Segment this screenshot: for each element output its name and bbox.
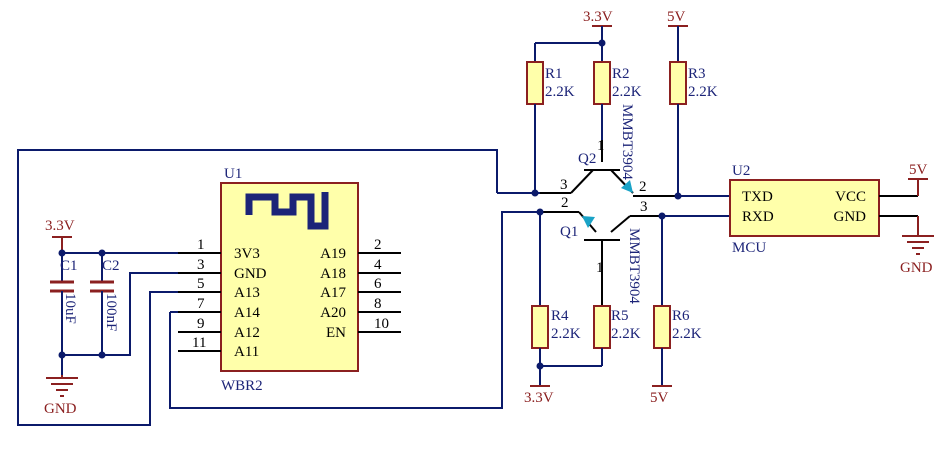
c1-value: 10uF <box>62 293 78 324</box>
resistor-r5: R5 2.2K <box>593 305 641 349</box>
c2-ref: C2 <box>102 258 120 274</box>
u1-pin-num: 2 <box>374 237 382 253</box>
r5-ref: R5 <box>611 308 629 324</box>
power-label-3v3: 3.3V <box>45 218 75 234</box>
resistor-r4: R4 2.2K <box>531 305 581 349</box>
u1-pin-name: A11 <box>234 344 259 360</box>
capacitor-c2: C2 100nF <box>90 258 120 331</box>
decoupling-capacitors: 3.3V C1 10uF C2 100nF <box>44 218 178 417</box>
r4-ref: R4 <box>551 308 569 324</box>
resistor-r6: R6 2.2K <box>653 305 702 349</box>
r6-ref: R6 <box>672 308 690 324</box>
r3-ref: R3 <box>688 66 706 82</box>
q2-pin-3: 3 <box>560 177 568 193</box>
u1-pin-name: A12 <box>234 325 260 341</box>
signal-wires <box>531 189 730 306</box>
r3-value: 2.2K <box>688 84 718 100</box>
ground-label: GND <box>44 401 77 417</box>
r2-ref: R2 <box>612 66 630 82</box>
power-label-5v-bottom: 5V <box>650 390 669 406</box>
u1-pin-name: A17 <box>320 285 346 301</box>
q1-pin-3: 3 <box>640 199 648 215</box>
u2-ref: U2 <box>732 163 750 179</box>
resistor-r3: R3 2.2K <box>669 61 718 105</box>
u1-pin-name: 3V3 <box>234 246 260 262</box>
u2-pin-rxd: RXD <box>742 209 774 225</box>
q2-part: MMBT3904 <box>619 104 635 180</box>
power-label-5v-top: 5V <box>667 9 686 25</box>
u1-pin-name: A18 <box>320 266 346 282</box>
wifi-module-logo-icon <box>245 192 329 230</box>
u1-pin-num: 9 <box>197 316 205 332</box>
u1-pin-name: EN <box>326 325 346 341</box>
u1-pin-name: A13 <box>234 285 260 301</box>
ground-symbol-icon <box>46 375 78 397</box>
power-label-3v3-bottom: 3.3V <box>524 390 554 406</box>
power-label-3v3-top: 3.3V <box>583 9 613 25</box>
q1-ref: Q1 <box>560 224 578 240</box>
q2-ref: Q2 <box>578 151 596 167</box>
u1-pin-num: 11 <box>192 335 206 351</box>
q1-pin-2: 2 <box>561 195 569 211</box>
q2-pin-1: 1 <box>597 138 605 154</box>
u1-pin-num: 5 <box>197 276 205 292</box>
u2-mcu: U2 MCU TXD RXD VCC GND 5V GND <box>729 162 934 276</box>
bottom-pullups: R4 2.2K R5 2.2K R6 2.2K 3.3V 5V <box>524 305 702 406</box>
u1-pin-num: 8 <box>374 296 382 312</box>
transistor-q1: 2 3 1 Q1 MMBT3904 <box>540 195 662 306</box>
u1-pin-num: 6 <box>374 276 382 292</box>
u1-pin-num: 10 <box>374 316 389 332</box>
u1-pin-name: A14 <box>234 305 260 321</box>
c2-value: 100nF <box>103 293 119 331</box>
u1-module: U1 WBR2 1 3 5 7 9 11 3V3 GND A13 A14 A12… <box>178 166 401 394</box>
u2-name: MCU <box>732 240 766 256</box>
r6-value: 2.2K <box>672 326 702 342</box>
u1-pin-name: A20 <box>320 305 346 321</box>
u1-pin-name: A19 <box>320 246 346 262</box>
u1-pin-name: GND <box>234 266 267 282</box>
c1-ref: C1 <box>60 258 78 274</box>
r4-value: 2.2K <box>551 326 581 342</box>
u1-ref: U1 <box>224 166 242 182</box>
u1-name: WBR2 <box>221 378 263 394</box>
r2-value: 2.2K <box>612 84 642 100</box>
r5-value: 2.2K <box>611 326 641 342</box>
u1-pin-num: 7 <box>197 296 205 312</box>
resistor-r1: R1 2.2K <box>526 61 575 105</box>
power-label-5v-right: 5V <box>909 162 928 178</box>
u1-pin-num: 3 <box>197 257 205 273</box>
resistor-r2: R2 2.2K <box>593 61 642 105</box>
u2-pin-gnd: GND <box>834 209 867 225</box>
capacitor-c1: C1 10uF <box>50 258 78 324</box>
u1-pin-num: 4 <box>374 257 382 273</box>
ground-symbol-icon <box>902 235 934 255</box>
transistor-q2: 1 2 3 Q2 MMBT3904 <box>540 104 678 197</box>
q1-part: MMBT3904 <box>626 228 642 304</box>
ground-label-right: GND <box>900 260 933 276</box>
r1-ref: R1 <box>545 66 563 82</box>
r1-value: 2.2K <box>545 84 575 100</box>
q2-pin-2: 2 <box>639 179 647 195</box>
u2-pin-vcc: VCC <box>835 189 866 205</box>
u1-pin-num: 1 <box>197 237 205 253</box>
top-pullups: 3.3V 5V R1 2.2K R2 2.2K R3 2.2K <box>526 9 718 196</box>
q1-pin-1: 1 <box>596 260 604 276</box>
u2-pin-txd: TXD <box>742 189 773 205</box>
